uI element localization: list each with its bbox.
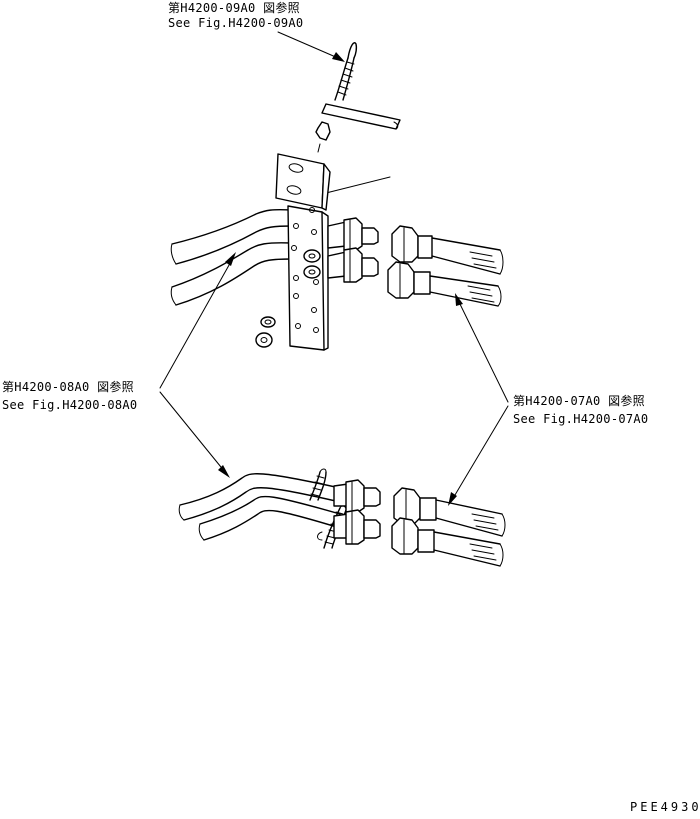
upper-hose-2 [387,261,502,307]
upper-fitting-2 [327,247,379,283]
leader-right-lower [448,405,509,506]
leader-left-lower [159,391,230,478]
callout-left-en: See Fig.H4200-08A0 [2,398,138,412]
lower-hose-2 [391,517,504,567]
bracket [275,153,331,351]
drawing-code: PEE4930 [630,800,700,814]
leader-top [277,31,345,62]
small-nuts [255,249,321,348]
leader-right-upper [455,293,509,403]
leader-left-upper [159,252,236,389]
upper-pipes-left [170,208,293,306]
callout-left-jp: 第H4200-08A0 図参照 [2,380,134,394]
lower-fitting-1 [333,479,381,513]
plate [321,103,401,130]
lower-clamp-1 [309,468,327,501]
leader-bracket [325,176,391,194]
lower-pipes-left [178,473,341,541]
callout-right-en: See Fig.H4200-07A0 [513,412,649,426]
lower-hose-1 [393,487,506,537]
cap [315,121,331,153]
upper-hose-1 [391,225,504,275]
lower-fitting-2 [333,509,381,545]
callout-right-jp: 第H4200-07A0 図参照 [513,394,645,408]
callout-top-jp: 第H4200-09A0 図参照 [168,1,300,15]
spring-pin [334,42,358,101]
upper-fitting-1 [327,217,379,251]
callout-top-en: See Fig.H4200-09A0 [168,16,304,30]
